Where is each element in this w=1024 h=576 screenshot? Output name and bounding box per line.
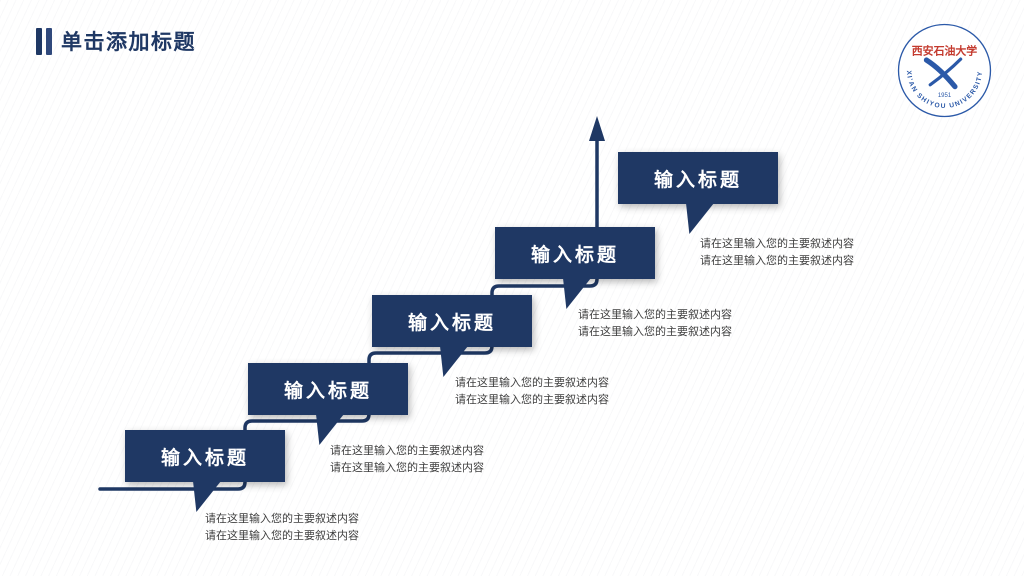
step-title-box-1[interactable]: 输入标题 (125, 430, 285, 512)
step-title-box-4[interactable]: 输入标题 (495, 227, 655, 309)
step-title: 输入标题 (160, 447, 249, 469)
slide-header: 单击添加标题 (36, 26, 196, 56)
arrowhead-icon (589, 116, 605, 141)
accent-bar-dark (36, 27, 42, 55)
step-title-box-3[interactable]: 输入标题 (372, 295, 532, 377)
logo-emblem-stroke (923, 57, 958, 90)
bubble-tail (193, 481, 221, 512)
description-line: 请在这里输入您的主要叙述内容 (455, 377, 609, 389)
step-title-box-5[interactable]: 输入标题 (618, 152, 778, 234)
step-title: 输入标题 (407, 312, 496, 334)
logo-year: 1951 (938, 93, 952, 99)
description-line: 请在这里输入您的主要叙述内容 (205, 513, 359, 525)
bubble-tail (686, 203, 714, 234)
description-line: 请在这里输入您的主要叙述内容 (700, 255, 854, 267)
university-logo: XI'AN SHIYOU UNIVERSITY 西安石油大学 1951 (897, 23, 992, 118)
description-line: 请在这里输入您的主要叙述内容 (205, 530, 359, 542)
step-title-box-2[interactable]: 输入标题 (248, 363, 408, 445)
bubble-tail (563, 278, 591, 309)
step-title: 输入标题 (530, 244, 619, 266)
university-seal-icon: XI'AN SHIYOU UNIVERSITY 西安石油大学 1951 (897, 23, 992, 118)
description-line: 请在这里输入您的主要叙述内容 (578, 326, 732, 338)
step-description-4[interactable]: 请在这里输入您的主要叙述内容 请在这里输入您的主要叙述内容 (578, 307, 732, 341)
page-title[interactable]: 单击添加标题 (61, 31, 196, 54)
bubble-tail (316, 414, 344, 445)
description-line: 请在这里输入您的主要叙述内容 (330, 445, 484, 457)
logo-emblem-stroke (928, 57, 963, 87)
step-description-5[interactable]: 请在这里输入您的主要叙述内容 请在这里输入您的主要叙述内容 (700, 236, 854, 270)
description-line: 请在这里输入您的主要叙述内容 (455, 394, 609, 406)
bubble-tail (440, 346, 468, 377)
step-description-2[interactable]: 请在这里输入您的主要叙述内容 请在这里输入您的主要叙述内容 (330, 443, 484, 477)
description-line: 请在这里输入您的主要叙述内容 (330, 462, 484, 474)
accent-bar-light (46, 27, 52, 55)
logo-chinese-name: 西安石油大学 (912, 43, 978, 57)
step-title: 输入标题 (653, 169, 742, 191)
description-line: 请在这里输入您的主要叙述内容 (700, 238, 854, 250)
description-line: 请在这里输入您的主要叙述内容 (578, 309, 732, 321)
step-title: 输入标题 (283, 380, 372, 402)
step-description-3[interactable]: 请在这里输入您的主要叙述内容 请在这里输入您的主要叙述内容 (455, 375, 609, 409)
title-accent-bars-icon (36, 27, 52, 55)
step-description-1[interactable]: 请在这里输入您的主要叙述内容 请在这里输入您的主要叙述内容 (205, 511, 359, 545)
